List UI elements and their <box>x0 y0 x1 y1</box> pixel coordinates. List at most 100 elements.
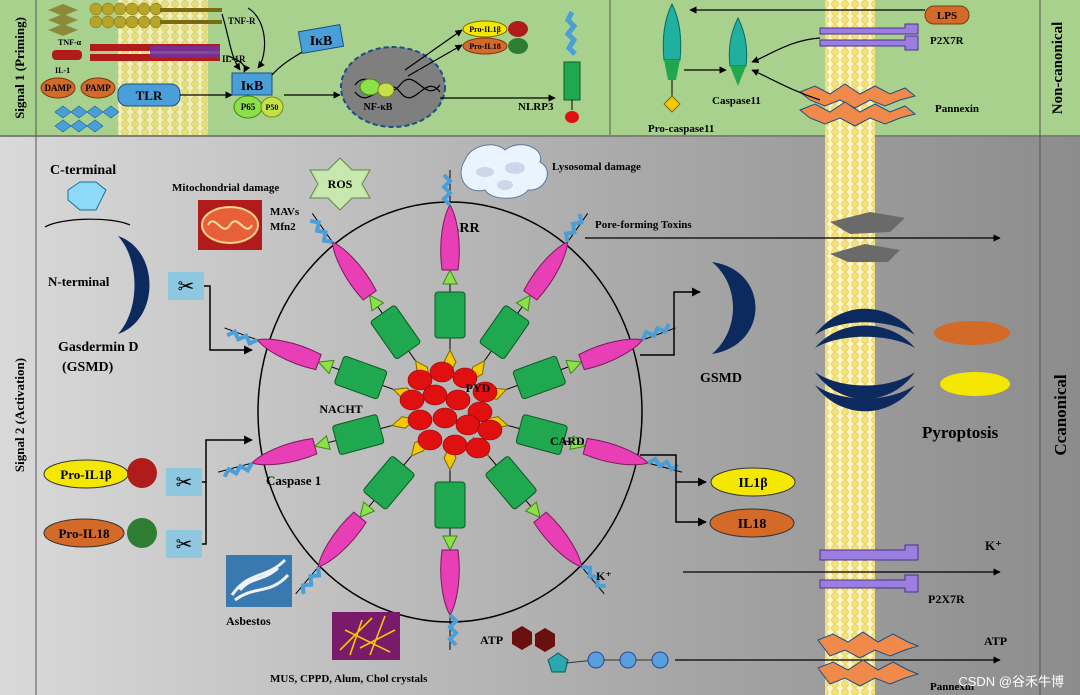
p65-label: P65 <box>241 102 256 112</box>
nacht-domain <box>370 305 421 359</box>
ros-label: ROS <box>328 177 353 191</box>
nlrp3-spoke <box>295 436 428 595</box>
linker-domain <box>369 294 385 312</box>
canonical-label: Ccanonical <box>1051 374 1070 456</box>
nfkb-p50 <box>377 82 395 98</box>
tnfa-label: TNF-α <box>58 38 82 47</box>
receptor-wave <box>581 565 606 589</box>
pro-il1b-label: Pro-IL1β <box>60 467 112 482</box>
pro-il18-oval <box>43 518 125 548</box>
linker-domain <box>515 294 531 312</box>
il18-label: IL18 <box>738 517 767 532</box>
lysosomal-label: Lysosomal damage <box>552 161 641 173</box>
nacht-domain <box>363 456 415 510</box>
nlrp3-spoke <box>434 444 466 650</box>
tnf-receptor-chain <box>89 2 222 29</box>
crystals-image <box>332 612 400 660</box>
ikb-free-label: IκB <box>310 34 333 49</box>
gsmd-label: GSMD <box>700 371 742 386</box>
ikb-bound-box <box>231 72 273 96</box>
card-label: CARD <box>550 434 585 448</box>
pro-il18-top-oval <box>462 37 508 55</box>
pyd-cluster <box>399 361 503 459</box>
tlr-receptor-wave-icon <box>54 105 120 133</box>
ros-star <box>309 157 371 211</box>
released-il1b-oval <box>940 372 1010 396</box>
nfkb-label: NF-κB <box>364 102 393 113</box>
nacht-domain <box>479 305 530 359</box>
receptor-wave <box>226 329 259 347</box>
gasdermin-label: Gasdermin D <box>58 340 139 355</box>
nlrp3-spoke <box>483 414 682 473</box>
lrr-domain <box>533 511 583 568</box>
mito-label: Mitochondrial damage <box>172 182 279 194</box>
nacht-domain <box>332 414 385 455</box>
lrr-domain <box>582 437 649 466</box>
linker-domain <box>565 359 583 375</box>
linker-domain <box>313 434 331 451</box>
pro-caspase11-label: Pro-caspase11 <box>648 123 714 135</box>
svg-text:✂: ✂ <box>176 472 193 494</box>
nlrp3-spoke <box>218 414 417 478</box>
nacht-domain <box>434 291 466 339</box>
mfn2-label: Mfn2 <box>270 221 296 233</box>
lrr-domain <box>440 204 460 271</box>
pro-il18-label: Pro-IL18 <box>58 526 110 541</box>
caspase11-label: Caspase11 <box>712 95 761 107</box>
il1-receptor-ligand <box>52 50 82 60</box>
nacht-domain <box>434 481 466 529</box>
toxin-shape-2 <box>830 244 900 262</box>
signal1-label: Signal 1 (Priming) <box>12 17 27 119</box>
pyroptosis-label: Pyroptosis <box>922 423 999 442</box>
pannexin-label: Pannexin <box>935 103 979 115</box>
pro-il1b-dot <box>127 458 157 488</box>
gsmd-abbr-label: (GSMD) <box>62 360 114 375</box>
p2x7r-priming-icon <box>819 23 919 51</box>
pro-il1b-top-label: Pro-IL1β <box>469 25 501 34</box>
ikb-bound-label: IκB <box>241 79 264 94</box>
lrr-domain <box>578 338 644 371</box>
lrr-domain <box>251 437 318 466</box>
gsmd-crescent <box>712 262 756 354</box>
p2x7r-activation-icon <box>819 544 919 593</box>
activation-panel <box>0 137 1080 695</box>
p2x7r-top-label: P2X7R <box>930 35 965 47</box>
watermark: CSDN @谷禾牛博 <box>958 674 1064 689</box>
p50-oval <box>260 96 284 118</box>
linker-domain <box>317 359 335 375</box>
atp-molecule-icon <box>512 626 669 673</box>
pore-toxins-label: Pore-forming Toxins <box>595 219 692 231</box>
damp-label: DAMP <box>45 83 72 93</box>
pannexin-top-icon <box>799 83 917 127</box>
pamp-label: PAMP <box>85 83 111 93</box>
linker-domain <box>442 535 458 552</box>
signal2-label: Signal 2 (Activation) <box>12 358 27 472</box>
svg-text:✂: ✂ <box>178 276 195 298</box>
damp-oval <box>40 77 76 99</box>
gsdmd-pore <box>815 308 915 412</box>
nlrp3-icon <box>563 10 581 123</box>
scissors-il1b-icon <box>166 468 202 496</box>
tnfr-label: TNF-R <box>228 16 256 26</box>
pro-caspase11-icon <box>662 2 682 113</box>
scissors-il18-icon <box>166 530 202 558</box>
il1-label: IL-1 <box>55 66 70 75</box>
receptor-wave <box>640 323 671 341</box>
nacht-domain <box>512 355 566 400</box>
c-terminal-hexagon <box>67 181 107 211</box>
nlrp3-label: NLRP3 <box>518 101 554 113</box>
receptor-wave <box>563 213 584 243</box>
scissors-gasdermin-icon <box>168 272 204 300</box>
released-il18-oval <box>934 321 1010 345</box>
toxin-shape-1 <box>830 212 905 234</box>
nacht-label: NACHT <box>319 402 362 416</box>
nfkb-p65 <box>359 78 381 96</box>
crystals-label: MUS, CPPD, Alum, Chol crystals <box>270 673 428 685</box>
caspase1-label: Caspase 1 <box>266 473 321 488</box>
linker-domain <box>524 501 541 519</box>
caspase11-icon <box>728 16 748 86</box>
lrr-domain <box>256 338 322 371</box>
tlr-label: TLR <box>136 88 163 103</box>
kplus-inner-label: K⁺ <box>596 569 612 583</box>
